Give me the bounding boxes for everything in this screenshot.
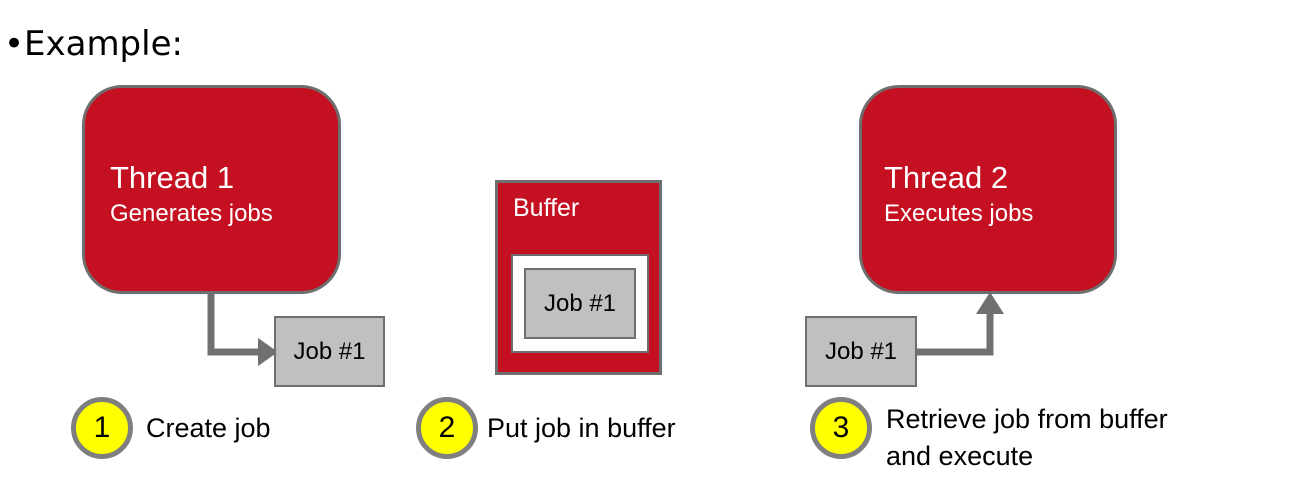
job-retrieved-box: Job #1 bbox=[805, 316, 917, 387]
step-3-text-line-1: Retrieve job from buffer bbox=[886, 404, 1168, 434]
job-retrieved-label: Job #1 bbox=[824, 337, 898, 365]
bullet-marker: • bbox=[4, 24, 25, 64]
example-heading: •Example: bbox=[4, 22, 183, 66]
retrieve-job-arrow bbox=[915, 310, 994, 356]
job-created-box: Job #1 bbox=[274, 316, 385, 387]
thread-1-subtitle: Generates jobs bbox=[110, 200, 273, 227]
step-3-number: 3 bbox=[832, 411, 850, 444]
step-3-text-line-2: and execute bbox=[886, 441, 1034, 471]
retrieve-job-arrowhead bbox=[976, 292, 1004, 314]
thread-2-subtitle: Executes jobs bbox=[884, 200, 1034, 227]
heading-text: Example: bbox=[24, 24, 183, 64]
step-2-text: Put job in buffer bbox=[487, 413, 676, 443]
buffer-slot: Job #1 bbox=[511, 254, 649, 353]
step-1-number: 1 bbox=[93, 411, 111, 444]
step-2-number: 2 bbox=[438, 411, 456, 444]
thread-2-box: Thread 2 Executes jobs bbox=[859, 85, 1117, 294]
create-job-arrowhead bbox=[258, 338, 278, 366]
buffer-job-box: Job #1 bbox=[524, 268, 636, 339]
job-created-label: Job #1 bbox=[293, 337, 366, 365]
step-1-circle: 1 bbox=[71, 397, 133, 459]
buffer-box: Buffer Job #1 bbox=[495, 180, 662, 375]
thread-1-box: Thread 1 Generates jobs bbox=[82, 85, 341, 294]
step-2-circle: 2 bbox=[416, 397, 478, 459]
thread-1-name: Thread 1 bbox=[110, 160, 235, 195]
buffer-job-label: Job #1 bbox=[543, 289, 617, 317]
step-3-circle: 3 bbox=[810, 397, 872, 459]
step-1-text: Create job bbox=[146, 413, 271, 443]
thread-2-name: Thread 2 bbox=[884, 160, 1009, 195]
buffer-label: Buffer bbox=[513, 194, 580, 222]
create-job-arrow bbox=[207, 293, 268, 356]
